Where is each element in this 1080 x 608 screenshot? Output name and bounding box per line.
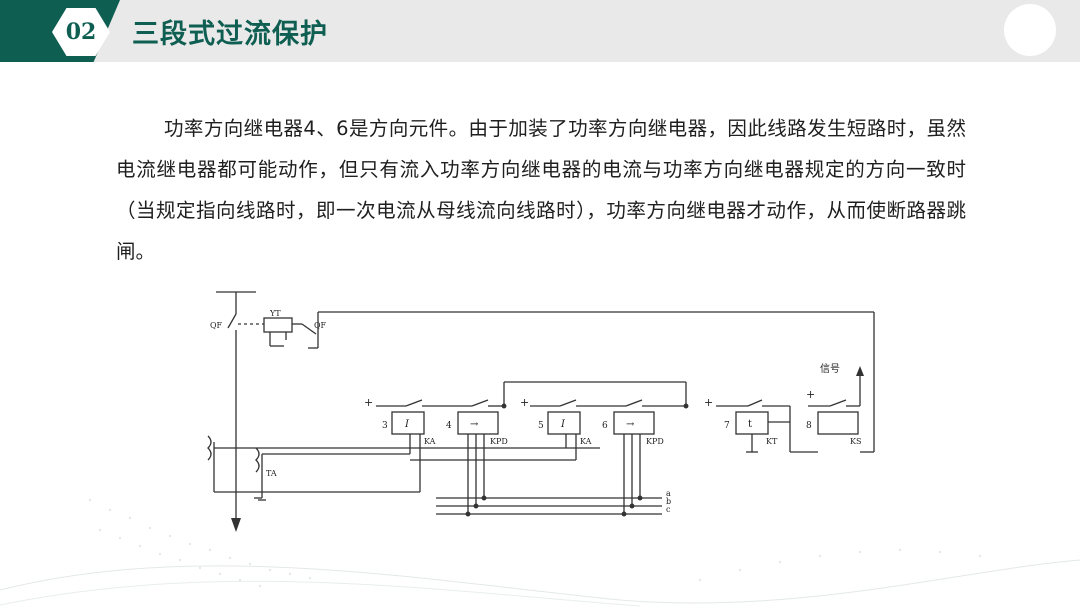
relay-code: KPD xyxy=(646,437,664,446)
qf-right-label: QF xyxy=(314,321,327,330)
relay-number: 3 xyxy=(382,421,388,431)
relay-number: 6 xyxy=(602,421,608,431)
header-bar: 02 三段式过流保护 xyxy=(0,0,1080,62)
relay-code: KS xyxy=(850,437,861,446)
plus-sign: + xyxy=(806,388,815,401)
plus-sign: + xyxy=(520,396,529,409)
phase-label: a xyxy=(666,489,671,498)
yt-label: YT xyxy=(269,309,281,318)
relay-number: 5 xyxy=(538,421,544,431)
relay-number: 8 xyxy=(806,421,812,431)
relay-number: 4 xyxy=(446,421,452,431)
relay-symbol: I xyxy=(404,419,410,430)
phase-label: b xyxy=(666,497,671,506)
section-number: 02 xyxy=(65,19,97,45)
background-wave-decoration xyxy=(0,498,1080,607)
relay-symbol: I xyxy=(560,419,566,430)
relay-symbol: → xyxy=(626,419,635,430)
relay-code: KT xyxy=(766,437,778,446)
circle-decoration xyxy=(1004,4,1056,56)
relay-code: KA xyxy=(580,437,592,446)
relay-code: KPD xyxy=(490,437,508,446)
relay-number: 7 xyxy=(724,421,730,431)
plus-sign: + xyxy=(364,396,373,409)
ta-label: TA xyxy=(266,469,277,478)
signal-label: 信号 xyxy=(820,363,840,375)
relay-symbol: → xyxy=(470,419,479,430)
phase-label: c xyxy=(666,505,671,514)
plus-sign: + xyxy=(704,396,713,409)
relay-symbol: t xyxy=(748,419,752,430)
body-paragraph: 功率方向继电器4、6是方向元件。由于加装了功率方向继电器，因此线路发生短路时，虽… xyxy=(116,117,966,263)
qf-left-label: QF xyxy=(210,321,223,330)
circuit-diagram: QF YT QF 信号 TA + + + + 3 I KA 4 → KPD 5 … xyxy=(207,291,875,532)
relay-code: KA xyxy=(424,437,436,446)
page-title: 三段式过流保护 xyxy=(132,19,328,50)
